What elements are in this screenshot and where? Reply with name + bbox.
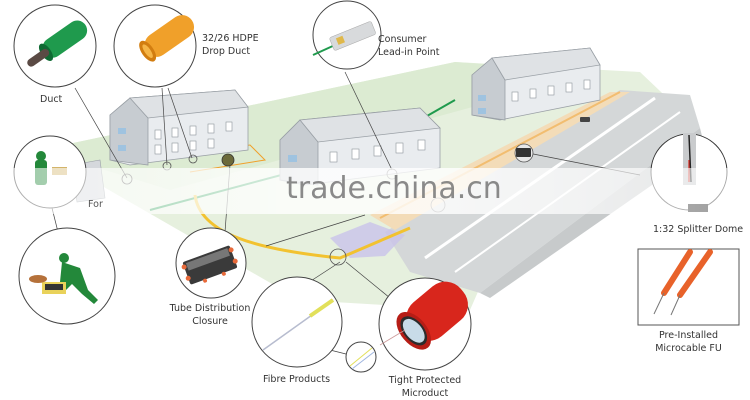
label-microcable-line1: Pre-Installed xyxy=(658,330,718,341)
watermark-text: trade.china.cn xyxy=(286,171,502,206)
house-1 xyxy=(109,89,249,166)
label-drop-duct-line1: 32/26 HDPE xyxy=(202,33,259,44)
label-microcable-line2: Microcable FU xyxy=(655,343,722,354)
label-consumer-line2: Lead-in Point xyxy=(378,47,440,58)
tube-closure-callout xyxy=(175,227,247,299)
label-consumer-line1: Consumer xyxy=(378,34,427,45)
installer-callout xyxy=(18,227,116,325)
label-tube-closure-line1: Tube Distribution xyxy=(169,303,251,314)
label-microduct-line2: Microduct xyxy=(401,388,449,399)
house-2 xyxy=(279,107,441,186)
chamber-box xyxy=(516,148,531,157)
car xyxy=(580,117,590,122)
label-duct: Duct xyxy=(40,94,63,105)
house-3 xyxy=(471,47,601,121)
label-microduct-line1: Tight Protected xyxy=(388,375,462,386)
label-partial: For xyxy=(88,199,103,210)
consumer-lead-in-callout xyxy=(312,0,382,70)
duct-callout xyxy=(13,4,97,88)
microduct-callout xyxy=(378,277,472,371)
watermark-band: trade.china.cn xyxy=(0,168,750,214)
label-fibre: Fibre Products xyxy=(263,374,331,385)
microcable-callout xyxy=(637,248,740,326)
label-splitter: 1:32 Splitter Dome xyxy=(653,224,744,235)
excavation xyxy=(330,222,405,258)
label-tube-closure-line2: Closure xyxy=(192,316,228,327)
fibre-products-callout xyxy=(251,276,377,373)
joint-marker xyxy=(221,153,235,167)
label-drop-duct-line2: Drop Duct xyxy=(202,46,251,57)
drop-duct-callout xyxy=(113,4,197,88)
